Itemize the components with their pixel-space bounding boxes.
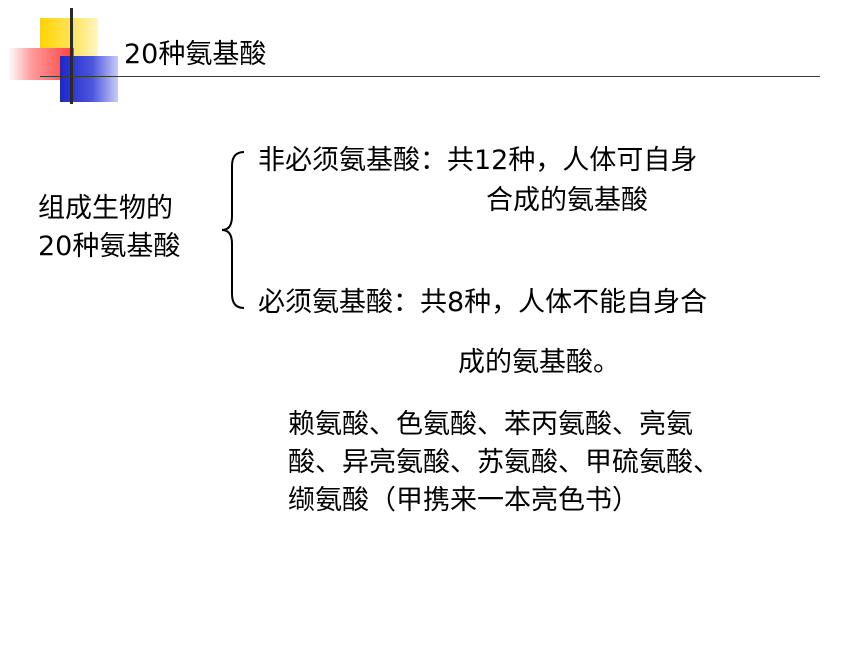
nonessential-line-1: 非必须氨基酸：共12种，人体可自身	[258, 145, 698, 176]
decor-blue-square	[60, 56, 118, 102]
nonessential-line-2: 合成的氨基酸	[486, 185, 648, 216]
essential-amino-acid-list: 赖氨酸、色氨酸、苯丙氨酸、亮氨 酸、异亮氨酸、苏氨酸、甲硫氨酸、 缬氨酸（甲携来…	[288, 406, 720, 520]
title-underline	[40, 76, 820, 77]
essential-line-2: 成的氨基酸。	[458, 347, 620, 378]
list-line-2: 酸、异亮氨酸、苏氨酸、甲硫氨酸、	[288, 447, 720, 478]
left-label-line-1: 组成生物的	[38, 193, 173, 224]
essential-line-1: 必须氨基酸：共8种，人体不能自身合	[258, 287, 708, 318]
decor-vertical-line	[70, 8, 73, 104]
left-label-line-2: 20种氨基酸	[38, 231, 181, 262]
list-line-1: 赖氨酸、色氨酸、苯丙氨酸、亮氨	[288, 409, 693, 440]
curly-brace-icon	[221, 151, 245, 309]
slide-title: 20种氨基酸	[124, 39, 267, 70]
left-label: 组成生物的 20种氨基酸	[38, 190, 180, 266]
list-line-3: 缬氨酸（甲携来一本亮色书）	[288, 485, 639, 516]
